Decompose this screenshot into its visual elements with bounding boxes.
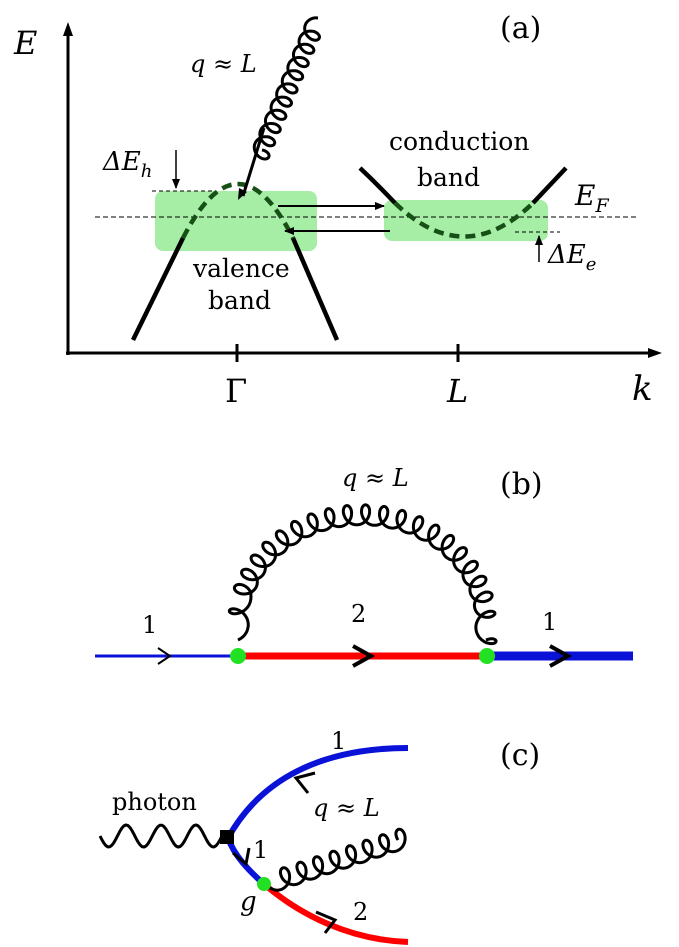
gluon-vertex [257, 877, 271, 891]
photon-wave [98, 823, 224, 849]
incoming-line-label: 1 [142, 611, 157, 639]
valence-band-right [290, 237, 340, 341]
valence-highlight-box [155, 191, 317, 251]
energy-axis-label: E [13, 24, 37, 62]
vertex-g-label: g [240, 887, 257, 917]
energy-axis-arrowhead [63, 22, 73, 36]
panel-b: (b) q ≈ L 1 2 1 [95, 464, 633, 668]
band1-upper-curve [225, 745, 409, 840]
delta-e-e-label: ΔEe [547, 240, 596, 275]
conduction-label-line2: band [417, 163, 480, 192]
valence-band-left [130, 237, 186, 341]
momentum-axis-label: k [632, 369, 653, 409]
photon-label: photon [112, 788, 197, 816]
gluon-b-coil [227, 503, 498, 646]
middle-line-arrow [232, 847, 251, 867]
conduction-band-right [531, 166, 568, 205]
gluon-c-coil [264, 827, 407, 892]
vertex-left [230, 648, 246, 664]
conduction-highlight-box [384, 200, 548, 241]
momentum-axis-arrowhead [648, 348, 662, 358]
intermediate-arrow [352, 644, 376, 668]
conduction-label-line1: conduction [389, 127, 529, 156]
incoming-arrow [157, 647, 172, 665]
bottom-line-arrow [315, 910, 338, 934]
vertex-right [479, 648, 495, 664]
outgoing-arrow [549, 644, 573, 668]
band2-lower-curve [262, 881, 409, 945]
conduction-band-left [358, 166, 397, 205]
outgoing-line-label: 1 [542, 608, 557, 636]
gluon-a-coil [252, 16, 322, 161]
panel-c-label: (c) [500, 738, 540, 773]
panel-a-label: (a) [500, 11, 541, 46]
gamma-tick-label: Γ [225, 372, 247, 410]
L-tick-label: L [446, 372, 468, 410]
gluon-b-label: q ≈ L [342, 464, 409, 492]
gluon-a-label: q ≈ L [190, 50, 257, 78]
delta-e-h-label: ΔEh [102, 147, 152, 182]
gluon-c-label: q ≈ L [313, 794, 380, 822]
gluon-a-arrowhead [238, 188, 247, 200]
panel-c: (c) photon 1 1 2 q ≈ L g [98, 727, 540, 945]
panel-a: (a) E k Γ L q ≈ L [13, 11, 662, 410]
bottom-line-label: 2 [353, 898, 368, 926]
top-line-label: 1 [331, 727, 346, 755]
intermediate-line-label: 2 [351, 600, 366, 628]
top-line-arrow [293, 771, 316, 794]
valence-label-line1: valence [192, 254, 290, 283]
photon-vertex-square [220, 830, 234, 844]
conduction-band-bottom-dashed [393, 201, 535, 239]
fermi-energy-label: EF [574, 179, 609, 217]
panel-b-label: (b) [500, 467, 543, 502]
middle-line-label: 1 [253, 836, 268, 864]
valence-band-top-dashed [180, 181, 296, 240]
valence-label-line2: band [208, 286, 271, 315]
